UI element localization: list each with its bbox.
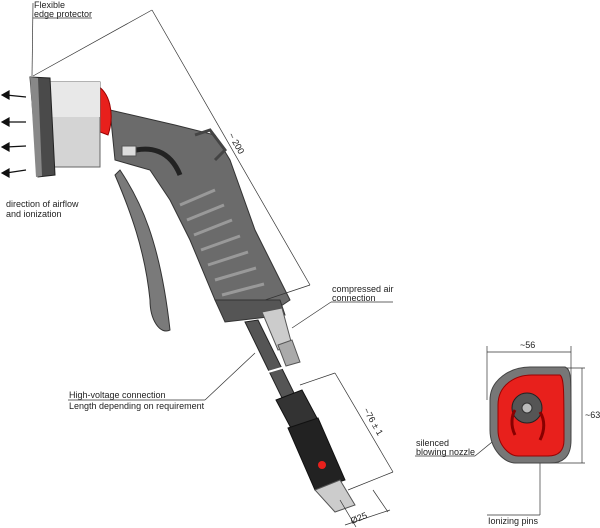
grip-ribs — [179, 188, 265, 297]
high-voltage-label-2: Length depending on requirement — [69, 401, 205, 411]
high-voltage-label-1: High-voltage connection — [69, 390, 166, 400]
ionizing-pins-label: Ionizing pins — [488, 516, 539, 526]
nozzle-label-2: blowing nozzle — [416, 447, 475, 457]
nozzle-label-1: silenced — [416, 438, 449, 448]
connector-diameter-dimension: Ø25 — [349, 510, 369, 526]
air-fitting — [261, 307, 301, 367]
nozzle-front-view — [489, 366, 572, 464]
edge-protector-label-1: Flexible — [34, 0, 65, 10]
gun-body — [109, 109, 291, 332]
airflow-arrows — [0, 89, 27, 179]
nozzle-head — [29, 76, 112, 178]
airflow-label-2: and ionization — [6, 209, 62, 219]
dimension-lines — [31, 2, 585, 528]
edge-protector-label-2: edge protector — [34, 9, 92, 19]
length-dimension: ~ 200 — [226, 131, 246, 156]
hv-connector — [275, 389, 356, 513]
compressed-air-label-2: connection — [332, 293, 376, 303]
nozzle-height-dimension: ~63 — [585, 410, 600, 420]
nozzle-width-dimension: ~56 — [520, 340, 535, 350]
connector-length-dimension: ~76 ± 1 — [361, 406, 385, 437]
compressed-air-label-1: compressed air — [332, 284, 394, 294]
airflow-label-1: direction of airflow — [6, 199, 79, 209]
